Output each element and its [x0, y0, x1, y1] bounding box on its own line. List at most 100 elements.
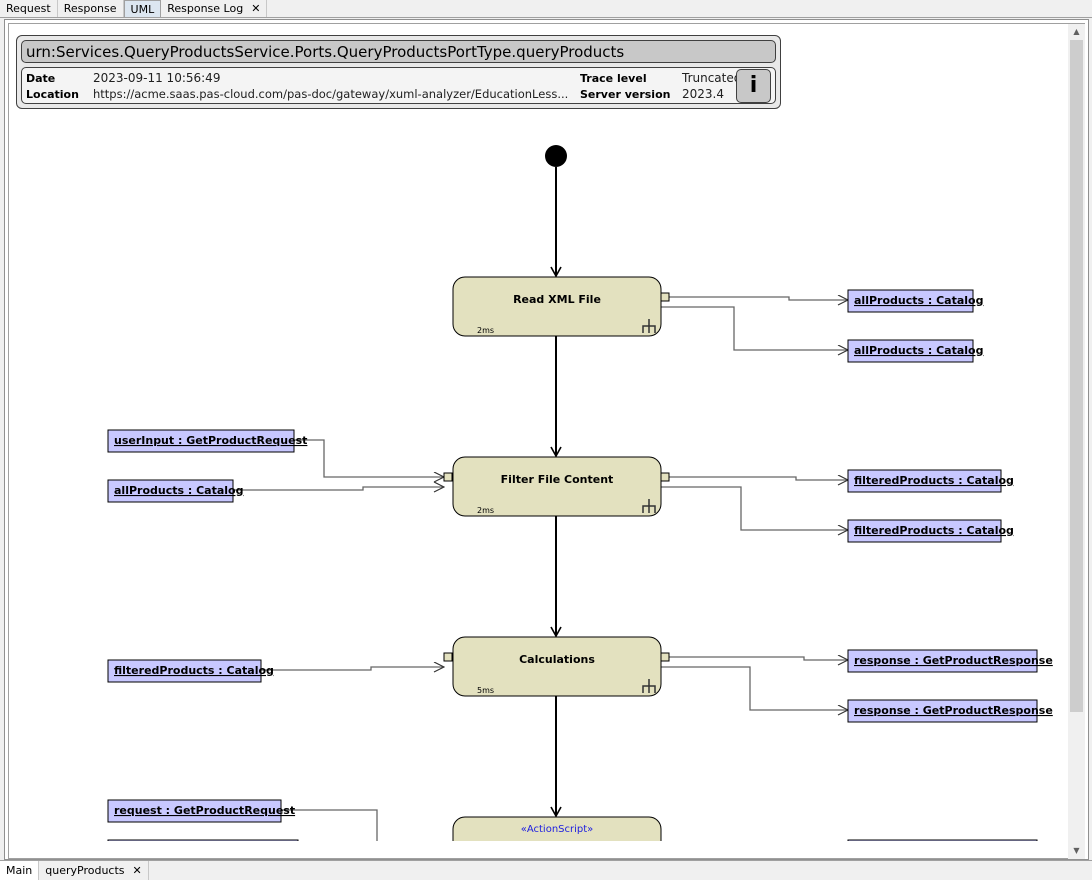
tab-main[interactable]: Main	[0, 861, 40, 880]
duration-label: 2ms	[477, 326, 494, 335]
object-flow-edge	[233, 487, 444, 490]
object-label: response : GetProductResponse	[854, 654, 1053, 667]
trace-header: urn:Services.QueryProductsService.Ports.…	[16, 35, 781, 109]
action-label: Get Title	[530, 840, 583, 841]
top-tab-bar: Request Response UML Response Log ✕	[0, 0, 1092, 18]
object-flow-edge	[669, 477, 848, 480]
close-icon[interactable]: ✕	[132, 864, 142, 877]
action-box	[452, 636, 662, 697]
input-pin	[443, 652, 453, 662]
object-label: userInput : GetProductRequest	[114, 434, 307, 447]
trace-level-value: Truncated	[682, 71, 742, 85]
sub-activity-icon	[642, 499, 656, 513]
tab-response[interactable]: Response	[58, 0, 124, 17]
date-value: 2023-09-11 10:56:49	[93, 71, 221, 85]
object-flow-edge	[661, 666, 848, 710]
trace-info: Date 2023-09-11 10:56:49 Location https:…	[21, 67, 776, 104]
date-label: Date	[26, 72, 56, 85]
server-version-label: Server version	[580, 88, 671, 101]
object-box	[107, 429, 295, 453]
object-flow-edge	[669, 657, 848, 660]
object-box	[107, 839, 299, 841]
input-object-node[interactable]: filteredProducts : Catalog	[107, 659, 274, 683]
action-node: Filter File Content 2ms	[443, 456, 670, 517]
input-pin	[443, 472, 453, 482]
operation-urn: urn:Services.QueryProductsService.Ports.…	[21, 40, 776, 63]
action-box	[452, 456, 662, 517]
tab-uml[interactable]: UML	[123, 0, 162, 17]
object-flow-edge	[661, 306, 848, 350]
output-pin	[660, 652, 670, 662]
output-object-node[interactable]: filteredProducts : Catalog	[847, 519, 1014, 543]
input-object-node[interactable]: response : GetProductResponse	[107, 839, 313, 841]
action-node: «ActionScript» Get Title	[452, 816, 662, 841]
trace-level-label: Trace level	[580, 72, 647, 85]
stereotype-label: «ActionScript»	[521, 824, 594, 835]
location-label: Location	[26, 88, 79, 101]
action-label: Read XML File	[513, 293, 601, 306]
object-label: allProducts : Catalog	[854, 344, 983, 357]
server-version-value: 2023.4	[682, 87, 724, 101]
object-box	[847, 469, 1002, 493]
action-node: Read XML File 2ms	[452, 276, 670, 337]
output-object-node[interactable]: response : GetProductResponse	[847, 699, 1053, 723]
action-label: Calculations	[519, 653, 595, 666]
output-object-node[interactable]: allProducts : Catalog	[847, 339, 983, 363]
action-box	[452, 276, 662, 337]
scroll-down-icon[interactable]: ▼	[1073, 846, 1080, 855]
input-object-node[interactable]: userInput : GetProductRequest	[107, 429, 307, 453]
object-label: response : GetProductResponse	[854, 704, 1053, 717]
object-label: filteredProducts : Catalog	[854, 524, 1014, 537]
bottom-tab-bar: Main queryProducts ✕	[0, 860, 1092, 880]
input-object-node[interactable]: allProducts : Catalog	[107, 479, 243, 503]
tab-label: Response Log	[167, 2, 244, 15]
output-object-node[interactable]: response : GetProductResponse	[847, 649, 1053, 673]
close-icon[interactable]: ✕	[251, 2, 261, 15]
initial-node	[545, 145, 567, 167]
duration-label: 5ms	[477, 686, 494, 695]
action-box	[452, 816, 662, 841]
input-object-node[interactable]: request : GetProductRequest	[107, 799, 295, 823]
output-object-node[interactable]: filteredProducts : Catalog	[847, 469, 1014, 493]
sub-activity-icon	[642, 319, 656, 333]
vertical-scrollbar[interactable]: ▲ ▼	[1068, 24, 1085, 859]
object-box	[107, 799, 282, 823]
object-box	[847, 289, 974, 313]
object-flow-edge	[261, 667, 444, 670]
action-label: Filter File Content	[501, 473, 614, 486]
info-button[interactable]: i	[736, 69, 771, 103]
object-label: allProducts : Catalog	[114, 484, 243, 497]
object-flow-edge	[669, 297, 848, 300]
output-object-node[interactable]: response : GetProductResponse	[847, 839, 1053, 841]
tab-response-log[interactable]: Response Log ✕	[161, 0, 268, 17]
action-node: Calculations 5ms	[443, 636, 670, 697]
object-label: allProducts : Catalog	[854, 294, 983, 307]
object-box	[847, 649, 1038, 673]
duration-label: 2ms	[477, 506, 494, 515]
object-box	[107, 659, 262, 683]
output-object-node[interactable]: allProducts : Catalog	[847, 289, 983, 313]
scrollbar-thumb[interactable]	[1070, 40, 1083, 712]
tab-query-products[interactable]: queryProducts ✕	[39, 861, 149, 880]
object-box	[847, 699, 1038, 723]
object-box	[847, 519, 1002, 543]
object-box	[847, 839, 1038, 841]
output-pin	[660, 292, 670, 302]
scroll-up-icon[interactable]: ▲	[1073, 27, 1080, 36]
object-flow-edge	[294, 439, 444, 477]
tab-request[interactable]: Request	[0, 0, 58, 17]
output-pin	[660, 472, 670, 482]
location-value: https://acme.saas.pas-cloud.com/pas-doc/…	[93, 87, 569, 101]
sub-activity-icon	[642, 679, 656, 693]
tab-label: queryProducts	[45, 864, 125, 877]
object-label: filteredProducts : Catalog	[854, 474, 1014, 487]
object-label: filteredProducts : Catalog	[114, 664, 274, 677]
object-box	[107, 479, 234, 503]
object-flow-edge	[661, 486, 848, 530]
object-label: request : GetProductRequest	[114, 804, 295, 817]
object-flow-edge	[281, 809, 378, 841]
object-box	[847, 339, 974, 363]
